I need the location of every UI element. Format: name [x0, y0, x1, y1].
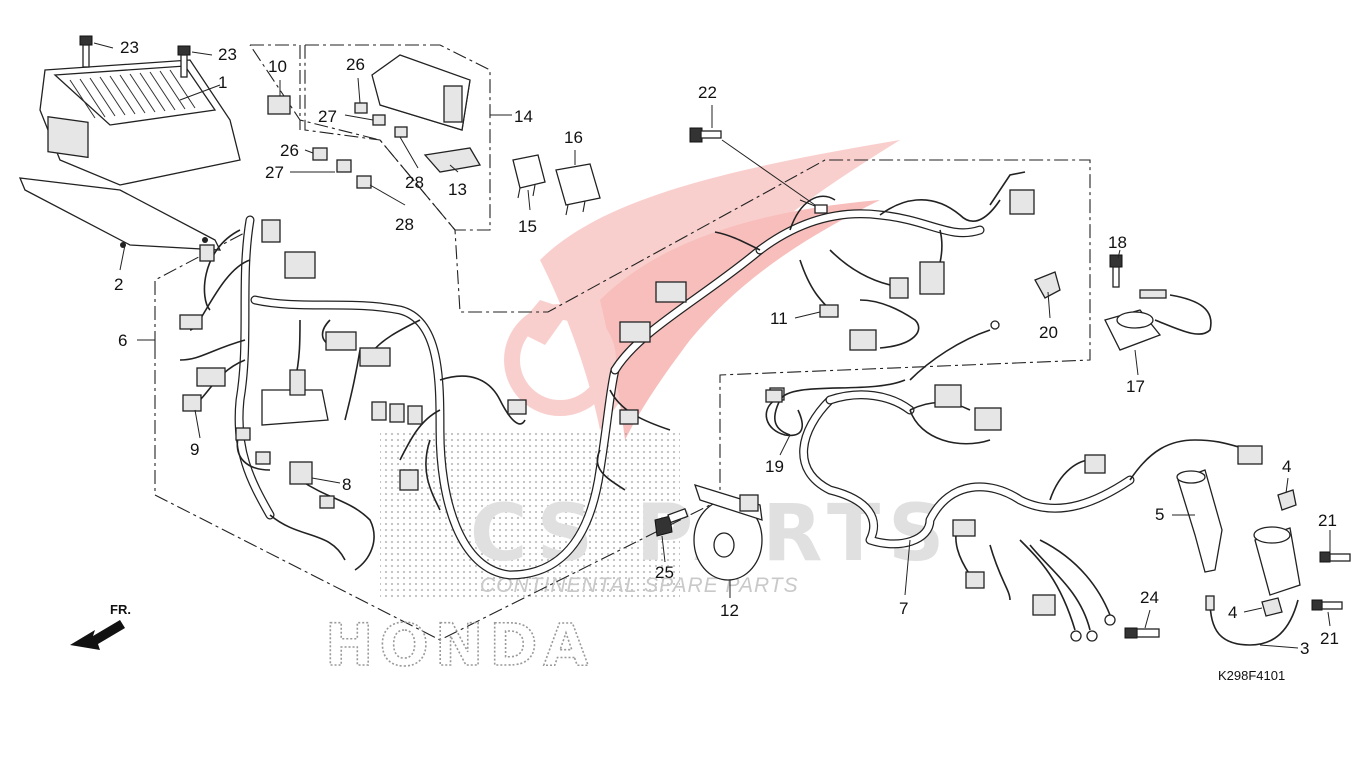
callout-21-a: 21 — [1318, 511, 1337, 530]
callout-9: 9 — [190, 440, 199, 459]
bolt-18 — [1109, 254, 1123, 288]
callout-25: 25 — [655, 563, 674, 582]
callout-3: 3 — [1300, 639, 1309, 658]
callout-4-b: 4 — [1228, 603, 1237, 622]
horn — [693, 484, 763, 581]
callout-16: 16 — [564, 128, 583, 147]
callout-14: 14 — [514, 107, 533, 126]
callout-23-b: 23 — [218, 45, 237, 64]
callout-21-b: 21 — [1320, 629, 1339, 648]
ecu-unit — [18, 59, 241, 251]
callout-20: 20 — [1039, 323, 1058, 342]
callout-5: 5 — [1155, 505, 1164, 524]
callout-1: 1 — [218, 73, 227, 92]
small-fuses — [312, 102, 408, 189]
sensor-17 — [1104, 289, 1212, 351]
callout-26-b: 26 — [280, 141, 299, 160]
callout-8: 8 — [342, 475, 351, 494]
callout-15: 15 — [518, 217, 537, 236]
main-harness — [179, 215, 765, 580]
callout-27-b: 27 — [265, 163, 284, 182]
part-19 — [765, 389, 804, 437]
fuse-group-outline — [304, 44, 491, 231]
callout-7: 7 — [899, 599, 908, 618]
brand-mark: HONDA — [325, 611, 594, 679]
callout-26-a: 26 — [346, 55, 365, 74]
callout-10: 10 — [268, 57, 287, 76]
callout-4-a: 4 — [1282, 457, 1291, 476]
callout-22: 22 — [698, 83, 717, 102]
callouts: 1 2 3 4 4 5 6 7 8 9 10 11 12 13 14 15 16… — [114, 38, 1339, 658]
ignition-coil — [1205, 526, 1301, 646]
bolt-23-b — [177, 45, 191, 78]
callout-24: 24 — [1140, 588, 1159, 607]
callout-11: 11 — [770, 309, 788, 328]
callout-27-a: 27 — [318, 107, 337, 126]
fuse-holder-13 — [423, 147, 482, 173]
bolt-21-b — [1311, 599, 1343, 611]
plug-cap-5 — [1176, 469, 1223, 573]
relay-16 — [555, 163, 601, 216]
bolt-23-a — [79, 35, 93, 68]
leader-lines — [93, 42, 1331, 649]
relay-group-outline — [250, 44, 301, 130]
diagram-code: K298F4101 — [1218, 668, 1285, 683]
relay-10 — [267, 95, 291, 115]
front-direction-label: FR. — [110, 602, 131, 617]
fuse-box — [371, 54, 471, 131]
callout-2: 2 — [114, 275, 123, 294]
sub-harness-upper — [714, 171, 1035, 351]
bolt-25 — [654, 508, 689, 537]
clip-4-a — [1277, 489, 1297, 511]
callout-17: 17 — [1126, 377, 1145, 396]
front-direction-arrow: FR. — [70, 602, 131, 650]
relay-15 — [512, 154, 546, 199]
bolt-24 — [1124, 627, 1160, 639]
callout-18: 18 — [1108, 233, 1127, 252]
bolt-22 — [689, 127, 722, 143]
callout-12: 12 — [720, 601, 739, 620]
clip-4-b — [1261, 597, 1283, 617]
bolt-21-a — [1319, 551, 1351, 563]
callout-6: 6 — [118, 331, 127, 350]
callout-28-a: 28 — [405, 173, 424, 192]
callout-19: 19 — [765, 457, 784, 476]
clip-20 — [1034, 271, 1061, 299]
callout-28-b: 28 — [395, 215, 414, 234]
callout-23-a: 23 — [120, 38, 139, 57]
callout-13: 13 — [448, 180, 467, 199]
